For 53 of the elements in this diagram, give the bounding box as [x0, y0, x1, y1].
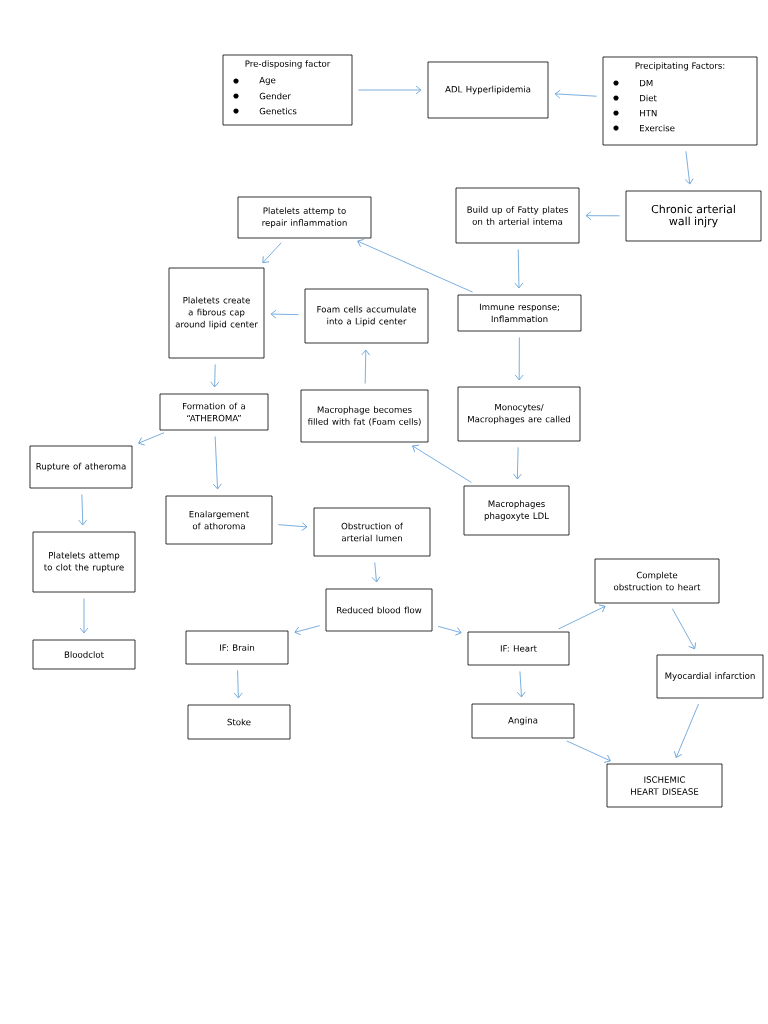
- process-box: IF: Heart: [467, 631, 570, 666]
- arrow: [585, 211, 620, 221]
- process-box: Immune response; Inflammation: [457, 294, 582, 332]
- process-box: Chronic arterial wall injry: [625, 190, 762, 242]
- process-box: Obstruction of arterial lumen: [313, 507, 431, 557]
- arrow: [684, 150, 694, 185]
- process-box: IF: Brain: [185, 630, 289, 665]
- arrow: [357, 239, 473, 293]
- arrow: [371, 562, 381, 583]
- process-box: Formation of a “ATHEROMA”: [159, 393, 269, 431]
- process-box: Foam cells accumulate into a Lipid center: [304, 288, 429, 344]
- arrow: [270, 309, 299, 319]
- arrow: [514, 249, 524, 289]
- arrow: [278, 522, 308, 531]
- arrow: [554, 89, 597, 99]
- arrow: [671, 608, 697, 650]
- process-box: Monocytes/ Macrophages are called: [457, 386, 581, 442]
- arrow: [412, 444, 472, 483]
- arrow: [514, 337, 524, 381]
- arrow: [78, 494, 88, 526]
- arrow: [566, 740, 611, 763]
- process-box: Platelets attemp to clot the rupture: [32, 531, 136, 593]
- arrow: [558, 604, 606, 630]
- arrow: [233, 670, 243, 699]
- arrow: [212, 436, 222, 490]
- arrow: [79, 598, 89, 634]
- process-box: Enalargement of athoroma: [165, 495, 273, 545]
- arrow: [361, 349, 371, 384]
- process-box: Build up of Fatty plates on th arterial intema: [455, 187, 580, 244]
- arrow: [138, 432, 165, 446]
- arrow: [358, 85, 422, 95]
- process-box: Macrophage becomes filled with fat (Foam cells): [300, 389, 429, 443]
- process-box: Stoke: [187, 704, 291, 740]
- process-box: Complete obstruction to heart: [594, 558, 720, 604]
- list-box: Precipitating Factors: DM Diet HTN Exercise: [602, 56, 758, 146]
- process-box: Angina: [471, 703, 575, 739]
- process-box: Bloodclot: [32, 639, 136, 670]
- process-box: Macrophages phagoxyte LDL: [463, 485, 570, 536]
- process-box: ISCHEMIC HEART DISEASE: [606, 763, 723, 808]
- process-box: ADL Hyperlipidemia: [427, 61, 549, 119]
- process-box: Myocardial infarction: [656, 654, 764, 699]
- process-box: Rupture of atheroma: [29, 445, 133, 489]
- process-box: Platelets attemp to repair inflammation: [237, 196, 372, 239]
- arrow: [674, 703, 699, 758]
- arrow: [294, 625, 321, 636]
- process-box: Plaletets create a fibrous cap around lipid center: [168, 267, 265, 359]
- arrow: [516, 671, 526, 698]
- arrow: [437, 625, 462, 636]
- list-box: Pre-disposing factor Age Gender Genetics: [222, 54, 353, 126]
- arrow: [210, 364, 220, 388]
- process-box: Reduced blood flow: [325, 588, 433, 632]
- arrow: [262, 242, 282, 264]
- arrow: [513, 447, 522, 480]
